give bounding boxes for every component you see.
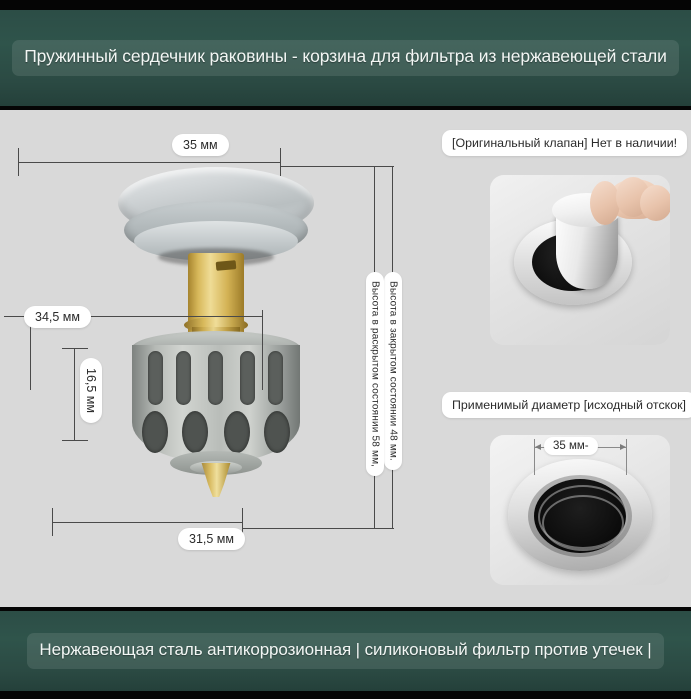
product-diagram: 35 мм 34,5 мм 16,5 мм 31,5 мм Высота в з… bbox=[0, 110, 432, 607]
dim-line-basket-diameter bbox=[30, 316, 262, 317]
dim-tick bbox=[280, 148, 281, 176]
hand-finger bbox=[590, 181, 620, 225]
basket-slot bbox=[208, 351, 223, 405]
dim-tick bbox=[62, 440, 88, 441]
dim-label-basket-height: 16,5 мм bbox=[80, 358, 102, 423]
measure-arrow-left bbox=[535, 443, 541, 450]
basket-slot bbox=[268, 351, 283, 405]
dim-line-cap-diameter bbox=[18, 162, 280, 163]
dim-label-height-open: Высота в раскрытом состоянии 58 мм, bbox=[366, 272, 384, 477]
bottom-banner: Нержавеющая сталь антикоррозионная | сил… bbox=[0, 611, 691, 691]
strainer-illustration bbox=[118, 145, 314, 545]
hand-finger bbox=[640, 185, 670, 221]
basket-oval-cutout bbox=[182, 411, 208, 453]
photo-applicable-diameter[interactable]: 35 мм- bbox=[490, 435, 670, 585]
basket-slot bbox=[240, 351, 255, 405]
dim-tick bbox=[62, 348, 88, 349]
basket-oval-cutout bbox=[142, 411, 168, 453]
basket-oval-cutout bbox=[264, 411, 290, 453]
dim-line-base-diameter bbox=[52, 522, 242, 523]
dim-line-basket-height bbox=[74, 348, 75, 440]
photo-original-valve[interactable] bbox=[490, 175, 670, 345]
dim-label-basket-diameter: 34,5 мм bbox=[24, 306, 91, 328]
photo-label-applicable-diameter: Применимый диаметр [исходный отскок] bbox=[442, 392, 691, 418]
dim-leader bbox=[4, 316, 34, 317]
basket-slot bbox=[148, 351, 163, 405]
measure-arrow-right bbox=[620, 443, 626, 450]
dim-tick bbox=[30, 310, 31, 390]
dim-tick bbox=[262, 310, 263, 390]
basket-oval-cutout bbox=[224, 411, 250, 453]
stem-notch bbox=[215, 260, 237, 271]
dim-label-base-diameter: 31,5 мм bbox=[178, 528, 245, 550]
dim-tick bbox=[280, 166, 394, 167]
measure-tick-right bbox=[626, 439, 627, 475]
dim-tick bbox=[242, 508, 243, 536]
dim-label-cap-diameter: 35 мм bbox=[172, 134, 229, 156]
dim-label-height-closed: Высота в закрытом состоянии 48 мм. bbox=[384, 272, 402, 470]
dim-tick bbox=[52, 508, 53, 536]
top-banner-text: Пружинный сердечник раковины - корзина д… bbox=[12, 40, 679, 76]
content-area: 35 мм 34,5 мм 16,5 мм 31,5 мм Высота в з… bbox=[0, 110, 691, 607]
photo-label-original-valve: [Оригинальный клапан] Нет в наличии! bbox=[442, 130, 688, 156]
dim-tick bbox=[242, 528, 394, 529]
measure-tick-left bbox=[534, 439, 535, 475]
basket-slot bbox=[176, 351, 191, 405]
basket-body bbox=[132, 345, 300, 463]
dim-tick bbox=[18, 148, 19, 176]
top-banner: Пружинный сердечник раковины - корзина д… bbox=[0, 10, 691, 106]
bottom-banner-text: Нержавеющая сталь антикоррозионная | сил… bbox=[27, 633, 664, 669]
measure-label-35mm: 35 мм- bbox=[544, 437, 598, 455]
drain-thread-ring bbox=[542, 495, 624, 551]
